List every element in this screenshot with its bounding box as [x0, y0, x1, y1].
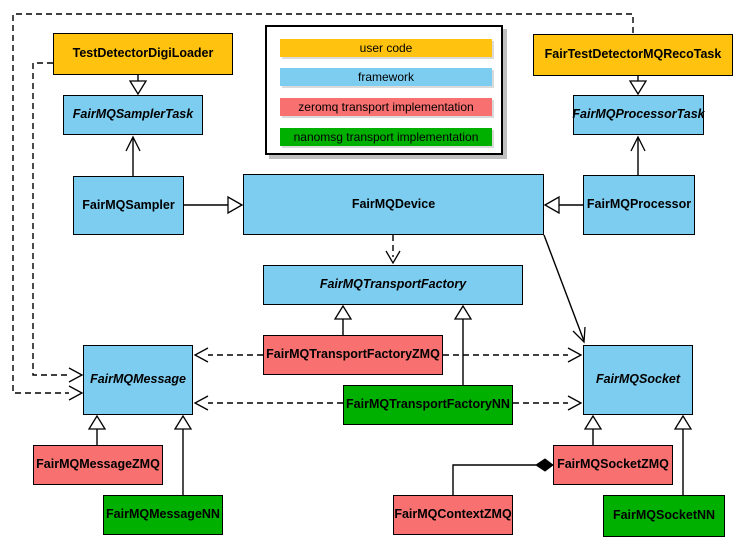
- edge-processor-device: [543, 195, 583, 215]
- edge-tfzmq-message: [193, 347, 263, 363]
- edge-device-socket: [543, 234, 586, 344]
- edge-messagezmq-message: [87, 414, 107, 445]
- class-box-fairmqdevice: FairMQDevice: [243, 174, 544, 235]
- class-box-testdetectordigiloader: TestDetectorDigiLoader: [53, 33, 233, 75]
- edge-device-transportfactory: [385, 235, 401, 265]
- class-box-fairmqmessagezmq: FairMQMessageZMQ: [33, 445, 163, 485]
- edge-sampler-device: [184, 195, 244, 215]
- edge-digiloader-message: [32, 62, 84, 383]
- edge-tfnn-message: [193, 395, 343, 411]
- class-box-fairmqmessagenn: FairMQMessageNN: [103, 495, 223, 535]
- class-box-fairmqcontextzmq: FairMQContextZMQ: [393, 495, 513, 535]
- edge-messagenn-message: [173, 414, 193, 495]
- edge-socketzmq-socket: [583, 414, 603, 445]
- edge-recotask-processortask: [628, 76, 648, 96]
- legend-label-user-code: user code: [359, 41, 413, 55]
- legend-box: user code framework zeromq transport imp…: [265, 25, 503, 155]
- class-box-fairmqtransportfactory: FairMQTransportFactory: [263, 265, 523, 305]
- legend-item-zeromq: zeromq transport implementation: [280, 98, 492, 116]
- edge-socketnn-socket: [673, 414, 693, 495]
- class-box-fairmqmessage: FairMQMessage: [83, 345, 193, 415]
- edge-sampler-samplertask: [125, 135, 141, 176]
- class-box-fairmqsamplertask: FairMQSamplerTask: [63, 95, 203, 135]
- edge-tfnn-transportfactory: [453, 304, 473, 385]
- class-box-fairmqsocket: FairMQSocket: [583, 345, 693, 415]
- class-box-fairmqprocessor: FairMQProcessor: [583, 175, 695, 235]
- edge-digiloader-samplertask: [128, 75, 148, 96]
- class-box-fairmqtransportfactoryzmq: FairMQTransportFactoryZMQ: [263, 335, 443, 375]
- edge-tfzmq-socket: [443, 347, 583, 363]
- edge-processor-processortask: [630, 135, 646, 175]
- edge-tfzmq-transportfactory: [333, 304, 353, 335]
- class-box-fairmqtransportfactorynn: FairMQTransportFactoryNN: [343, 385, 513, 425]
- edge-recotask-message: [12, 13, 634, 401]
- legend-item-framework: framework: [280, 68, 492, 86]
- legend-label-nanomsg: nanomsg transport implementation: [293, 130, 479, 144]
- edge-tfnn-socket: [513, 395, 583, 411]
- class-box-fairmqsocketzmq: FairMQSocketZMQ: [553, 445, 673, 485]
- legend-item-nanomsg: nanomsg transport implementation: [280, 128, 492, 146]
- legend-label-framework: framework: [357, 70, 414, 84]
- legend-item-user-code: user code: [280, 39, 492, 57]
- legend-label-zeromq: zeromq transport implementation: [298, 100, 474, 114]
- class-box-fairtestdetectormqrecotask: FairTestDetectorMQRecoTask: [533, 34, 733, 76]
- class-box-fairmqsampler: FairMQSampler: [73, 176, 184, 235]
- class-box-fairmqprocessortask: FairMQProcessorTask: [572, 95, 705, 135]
- edge-contextzmq-socketzmq: [452, 458, 554, 495]
- class-box-fairmqsocketnn: FairMQSocketNN: [603, 495, 725, 537]
